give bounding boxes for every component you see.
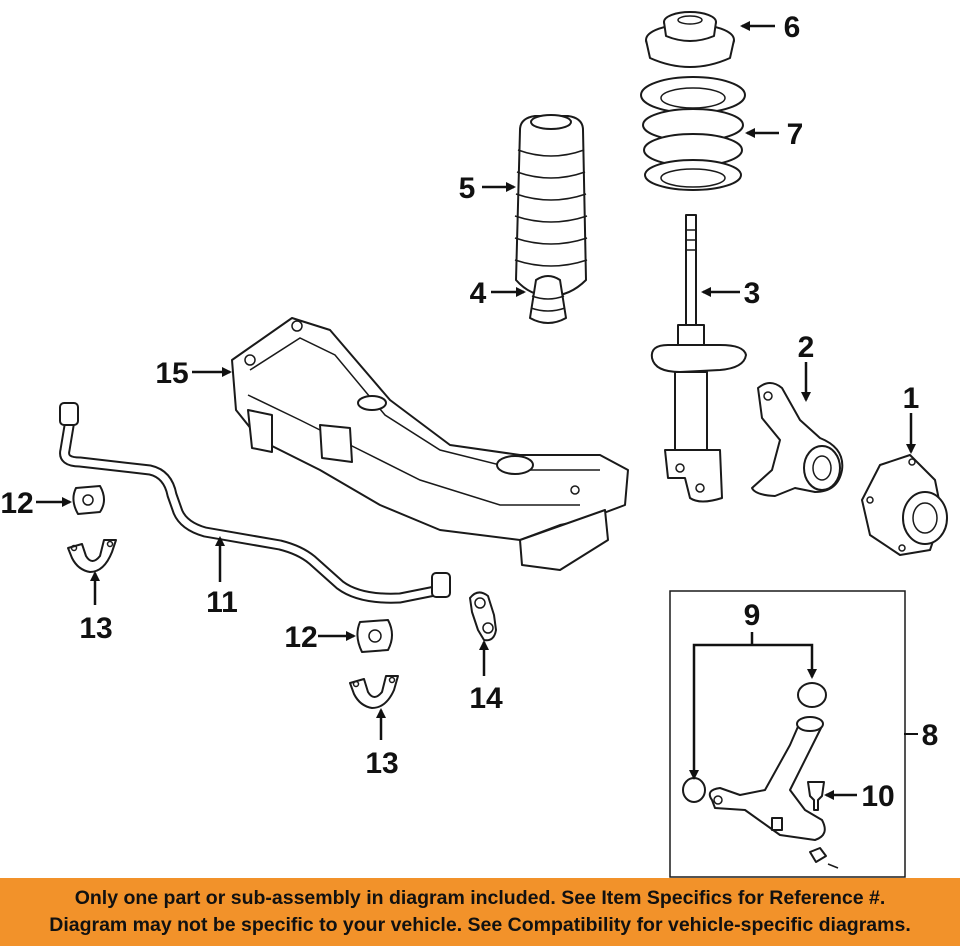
disclaimer-banner: Only one part or sub-assembly in diagram…: [0, 878, 960, 946]
callout-14: 14: [469, 682, 503, 715]
bracket-left-part: [67, 539, 117, 573]
callout-11: 11: [206, 586, 238, 619]
callout-8: 8: [922, 719, 939, 752]
bracket-right-part: [349, 675, 399, 709]
control-arm-part: [708, 716, 826, 841]
callout-13-right: 13: [365, 747, 398, 780]
callout-5: 5: [459, 172, 476, 205]
suspension-diagram: 1 2 3 4 5 6 7 8 9 10 11 12 12 13 13 14 1…: [0, 11, 948, 878]
callout-15: 15: [155, 357, 188, 390]
callout-9: 9: [744, 599, 761, 632]
callout-4: 4: [470, 277, 487, 310]
callout-6: 6: [784, 11, 801, 44]
ball-joint-part: [807, 781, 839, 869]
coil-spring-part: [640, 76, 746, 191]
disclaimer-line-2: Diagram may not be specific to your vehi…: [49, 914, 911, 936]
strut-mount-part: [645, 11, 735, 68]
callout-7: 7: [787, 118, 804, 151]
callout-13-left: 13: [79, 612, 112, 645]
dust-boot-part: [514, 114, 588, 297]
bushing-left-part: [72, 485, 105, 515]
callout-12-left: 12: [0, 487, 33, 520]
steering-knuckle-part: [751, 382, 844, 497]
disclaimer-line-1: Only one part or sub-assembly in diagram…: [74, 887, 886, 909]
wheel-hub-part: [861, 454, 948, 556]
callout-2: 2: [798, 331, 815, 364]
callout-12-right: 12: [284, 621, 317, 654]
bump-stop-part: [529, 275, 567, 324]
bushing-right-part: [356, 619, 393, 653]
callout-arrows: [36, 21, 918, 800]
stabilizer-link-part: [469, 591, 497, 642]
crossmember-part: [231, 317, 629, 571]
callout-1: 1: [903, 382, 920, 415]
callout-10: 10: [861, 780, 894, 813]
stabilizer-bar-part: [59, 402, 451, 604]
callout-3: 3: [744, 277, 761, 310]
strut-assembly-part: [650, 214, 747, 503]
